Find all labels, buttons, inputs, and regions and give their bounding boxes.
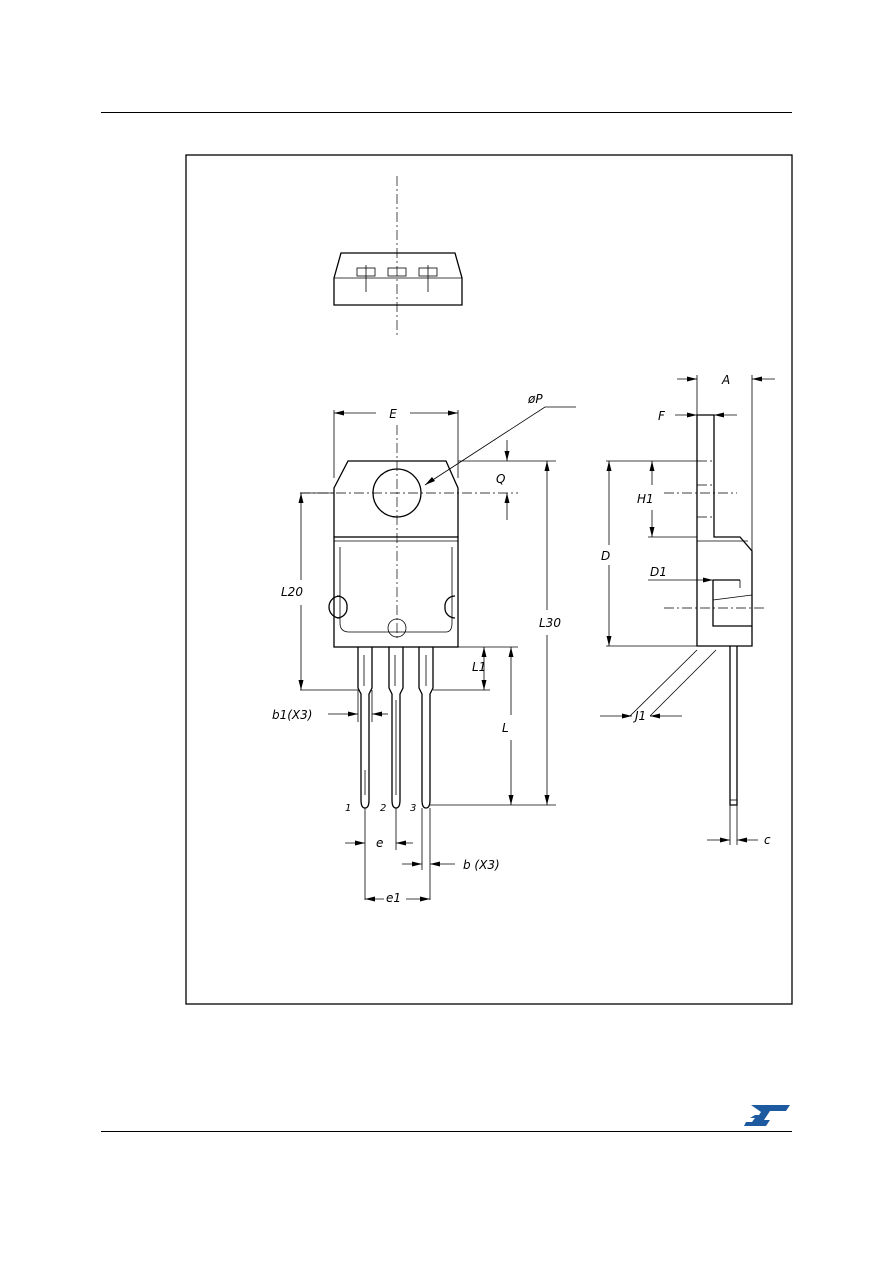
side-view — [600, 375, 775, 845]
label-F: F — [658, 409, 666, 423]
leads — [357, 647, 434, 809]
label-pin-2: 2 — [380, 803, 386, 814]
label-H1: H1 — [637, 492, 654, 506]
label-pin-1: 1 — [345, 803, 351, 814]
label-e1: e1 — [386, 891, 401, 905]
dimension-labels: E øP Q L20 L30 L1 L b1(X3) 1 2 3 e b (X3… — [272, 373, 771, 905]
label-c: c — [764, 833, 771, 847]
label-b: b (X3) — [463, 858, 500, 872]
st-logo — [744, 1105, 790, 1126]
footer-rule — [101, 1131, 792, 1132]
label-J1: J1 — [633, 709, 646, 723]
top-view — [333, 176, 463, 338]
label-L: L — [502, 721, 509, 735]
label-Q: Q — [496, 472, 505, 486]
label-L30: L30 — [539, 616, 561, 630]
label-oP: øP — [527, 392, 543, 406]
label-e: e — [376, 836, 383, 850]
drawing-frame — [185, 154, 793, 1005]
front-view — [298, 406, 576, 902]
label-E: E — [389, 407, 397, 421]
label-pin-3: 3 — [410, 803, 416, 814]
label-b1: b1(X3) — [272, 708, 312, 722]
label-A: A — [721, 373, 730, 387]
header-rule — [101, 112, 792, 113]
label-D1: D1 — [650, 565, 667, 579]
label-L1: L1 — [472, 660, 486, 674]
label-L20: L20 — [281, 585, 303, 599]
label-D: D — [601, 549, 610, 563]
